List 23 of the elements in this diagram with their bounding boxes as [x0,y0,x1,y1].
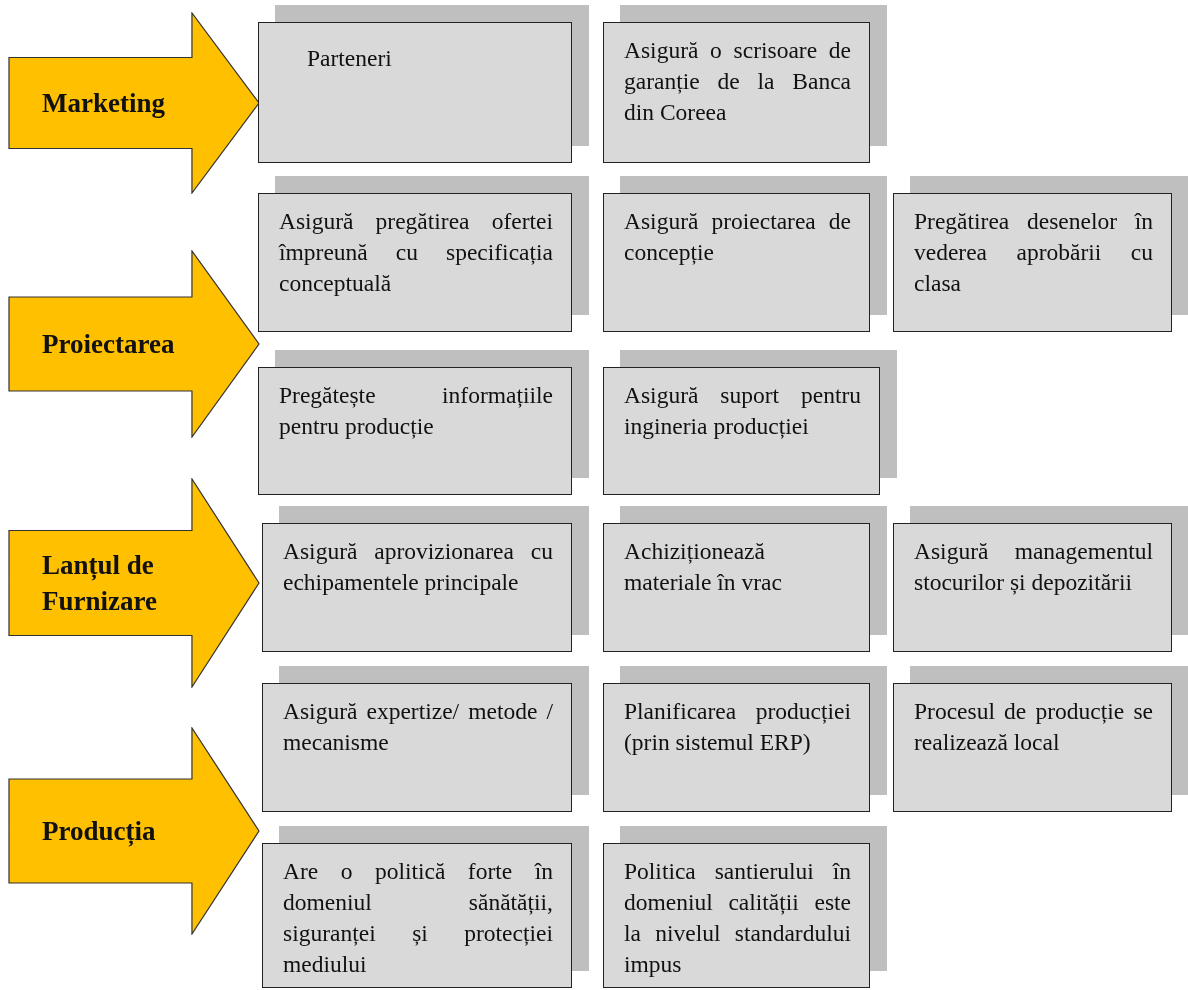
box-text: Asigură aprovizionarea cu echipamentele principale [283,537,553,597]
arrow-label: Proiectarea [42,328,176,361]
box-text: Asigură expertize/ metode / mecanisme [283,697,553,757]
block-arrow [8,727,260,935]
block-arrow [8,478,260,688]
box-text: Parteneri [307,44,393,73]
box-text: Asigură pregătirea ofertei împreună cu specificația conceptuală [279,207,553,298]
box-text: Procesul de producție se realizează local [914,697,1153,757]
box-text: Asigură suport pentru ingineria producției [624,381,861,441]
arrow-label: Lanțul de Furnizare [42,549,158,618]
box-text: Asigură o scrisoare de garanție de la Banca din Coreea [624,36,851,127]
block-arrow [8,250,260,438]
box-text: Politica santierului în domeniul calității este la nivelul standardului impus [624,857,851,979]
box-text: Planificarea producției (prin sistemul ERP) [624,697,851,757]
block-arrow [8,12,260,194]
box-text: Asigură managementul stocurilor și depozitării [914,537,1153,597]
arrow-label: Producția [42,815,157,849]
box-text: Asigură proiectarea de concepție [624,207,851,267]
box-text: Pregătirea desenelor în vederea aprobării cu clasa [914,207,1153,298]
arrow-label: Marketing [42,87,166,120]
box-text: Achiziționează materiale în vrac [624,537,783,597]
box-text: Pregătește informațiile pentru producție [279,381,553,441]
box-text: Are o politică forte în domeniul sănătății, siguranței și protecției mediului [283,857,553,979]
